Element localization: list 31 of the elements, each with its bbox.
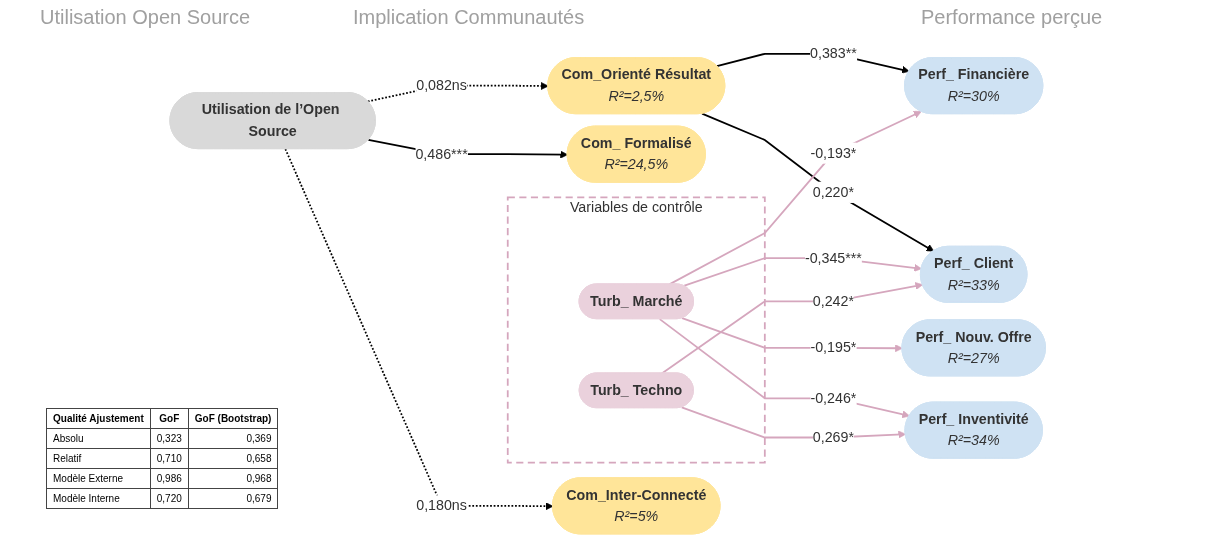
table-cell: 0,986 bbox=[150, 468, 189, 489]
table-cell: 0,369 bbox=[188, 428, 278, 449]
table-cell: Relatif bbox=[46, 448, 151, 469]
edge-label: 0,242* bbox=[812, 293, 854, 309]
table-cell: 0,658 bbox=[188, 448, 278, 469]
edge-label: -0,195* bbox=[810, 339, 857, 355]
edge-label: 0,269* bbox=[812, 429, 854, 445]
table-cell: 0,968 bbox=[188, 468, 278, 489]
edge-label: 0,082ns bbox=[416, 77, 467, 93]
arrow bbox=[701, 112, 934, 252]
table-cell: Absolu bbox=[46, 428, 151, 449]
column-heading: Performance perçue bbox=[921, 6, 1103, 29]
edge-label: 0,486*** bbox=[415, 146, 468, 162]
edge-label: -0,345*** bbox=[804, 250, 862, 266]
table-cell: 0,323 bbox=[150, 428, 189, 449]
table-cell: 0,710 bbox=[150, 448, 189, 469]
table-header-cell: GoF bbox=[150, 408, 189, 429]
edge-label: 0,383** bbox=[809, 45, 857, 61]
edge-label: -0,246* bbox=[810, 390, 857, 406]
table-cell: 0,720 bbox=[150, 488, 189, 509]
edge-label: 0,180ns bbox=[416, 497, 467, 513]
edge-label: 0,220* bbox=[812, 184, 854, 200]
table-header-cell: Qualité Ajustement bbox=[46, 408, 151, 429]
column-heading: Implication Communautés bbox=[353, 6, 585, 29]
arrow bbox=[284, 148, 554, 511]
edge-label: -0,193* bbox=[810, 145, 857, 161]
table-cell: Modèle Externe bbox=[46, 468, 151, 489]
table-cell: Modèle Interne bbox=[46, 488, 151, 509]
column-heading: Utilisation Open Source bbox=[40, 6, 251, 29]
table-cell: 0,679 bbox=[188, 488, 278, 509]
table-header-cell: GoF (Bootstrap) bbox=[188, 408, 278, 429]
